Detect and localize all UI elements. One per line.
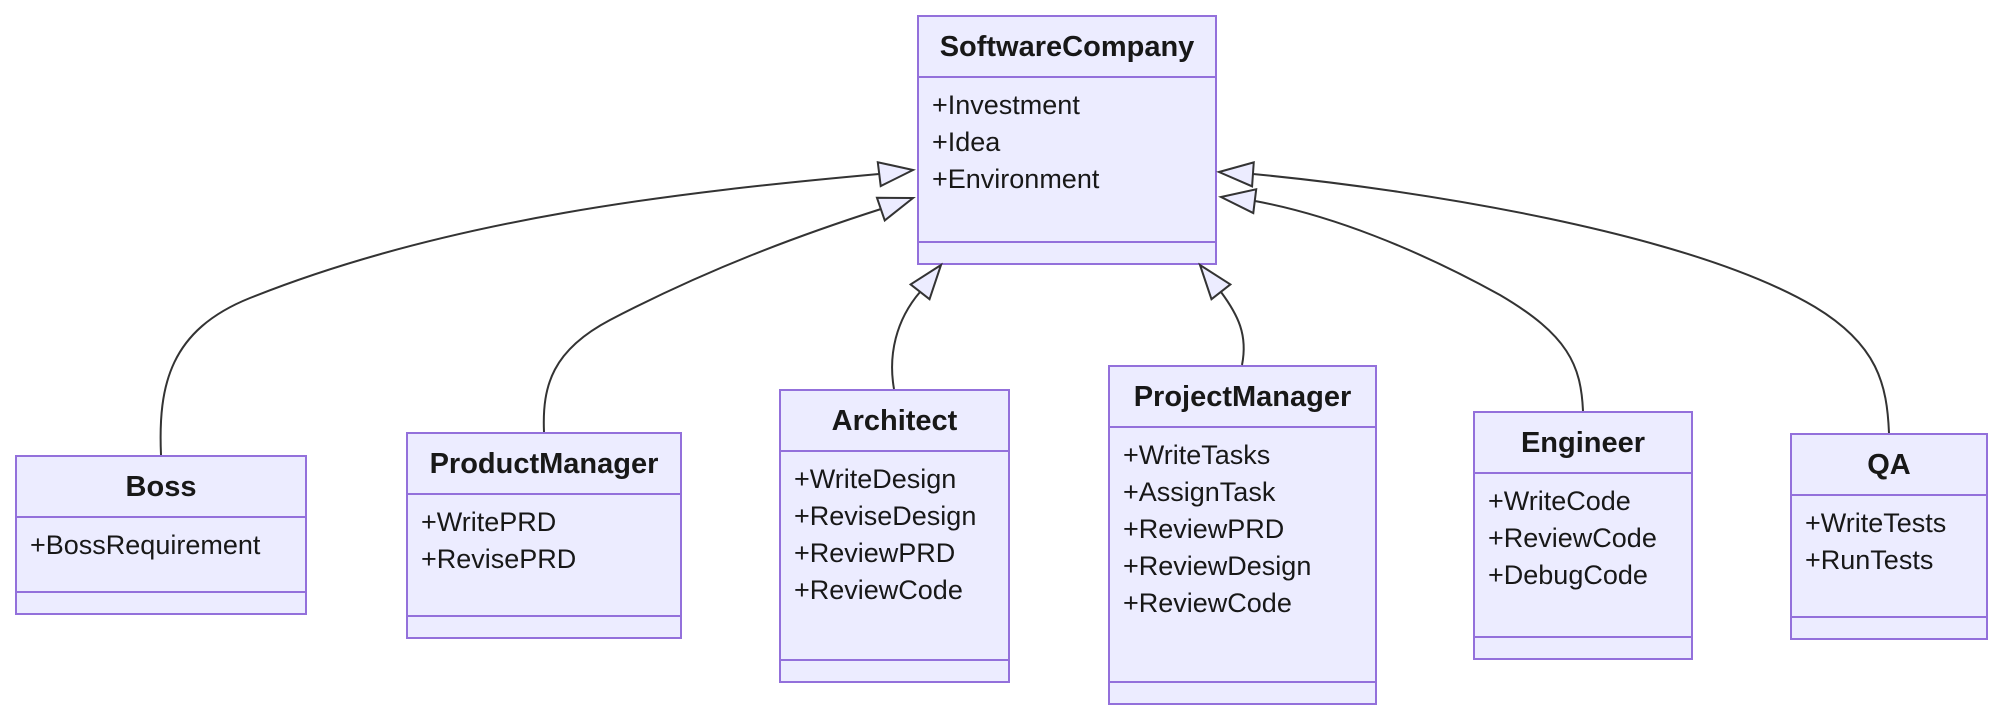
class-members: +BossRequirement <box>17 518 305 591</box>
class-member: +ReviewPRD <box>1123 514 1285 544</box>
class-title: Engineer <box>1475 413 1691 474</box>
inheritance-arrowhead-boss <box>876 160 916 188</box>
edge-architect-softwarecompany <box>891 291 921 390</box>
class-members: +WriteCode +ReviewCode +DebugCode <box>1475 474 1691 636</box>
class-methods-empty <box>1110 681 1375 703</box>
class-project-manager: ProjectManager +WriteTasks +AssignTask +… <box>1108 365 1377 705</box>
class-member: +ReviseDesign <box>794 501 977 531</box>
class-member: +AssignTask <box>1123 477 1276 507</box>
class-member: +Idea <box>932 127 1001 157</box>
class-member: +BossRequirement <box>30 530 261 560</box>
class-software-company: SoftwareCompany +Investment +Idea +Envir… <box>917 15 1217 265</box>
class-member: +RevisePRD <box>421 544 577 574</box>
class-member: +Environment <box>932 164 1100 194</box>
class-methods-empty <box>781 659 1008 681</box>
class-member: +ReviewCode <box>794 575 963 605</box>
class-member: +ReviewCode <box>1488 523 1657 553</box>
class-member: +ReviewPRD <box>794 538 956 568</box>
class-member: +WriteTests <box>1805 508 1947 538</box>
class-member: +WriteTasks <box>1123 440 1271 470</box>
class-member: +WriteDesign <box>794 464 957 494</box>
class-member: +ReviewCode <box>1123 588 1292 618</box>
class-architect: Architect +WriteDesign +ReviseDesign +Re… <box>779 389 1010 683</box>
class-title: ProductManager <box>408 434 680 495</box>
class-title: Boss <box>17 457 305 518</box>
class-qa: QA +WriteTests +RunTests <box>1790 433 1988 640</box>
class-members: +WriteTests +RunTests <box>1792 496 1986 616</box>
class-methods-empty <box>408 615 680 637</box>
class-members: +WriteTasks +AssignTask +ReviewPRD +Revi… <box>1110 428 1375 681</box>
inheritance-arrowhead-engineer <box>1218 187 1258 215</box>
class-member: +ReviewDesign <box>1123 551 1312 581</box>
class-methods-empty <box>17 591 305 613</box>
class-methods-empty <box>1475 636 1691 658</box>
class-member: +DebugCode <box>1488 560 1648 590</box>
class-title: ProjectManager <box>1110 367 1375 428</box>
inheritance-arrowhead-productmanager <box>875 196 916 223</box>
class-engineer: Engineer +WriteCode +ReviewCode +DebugCo… <box>1473 411 1693 660</box>
class-members: +WritePRD +RevisePRD <box>408 495 680 615</box>
class-methods-empty <box>1792 616 1986 638</box>
class-product-manager: ProductManager +WritePRD +RevisePRD <box>406 432 682 639</box>
edge-boss-softwarecompany <box>159 173 880 456</box>
class-title: QA <box>1792 435 1986 496</box>
class-methods-empty <box>919 241 1215 263</box>
class-member: +WriteCode <box>1488 486 1631 516</box>
class-member: +RunTests <box>1805 545 1934 575</box>
edge-projectmanager-softwarecompany <box>1220 291 1245 366</box>
class-title: Architect <box>781 391 1008 452</box>
class-member: +Investment <box>932 90 1080 120</box>
inheritance-arrowhead-qa <box>1216 161 1255 188</box>
class-boss: Boss +BossRequirement <box>15 455 307 615</box>
class-member: +WritePRD <box>421 507 557 537</box>
class-members: +Investment +Idea +Environment <box>919 78 1215 241</box>
class-members: +WriteDesign +ReviseDesign +ReviewPRD +R… <box>781 452 1008 659</box>
class-title: SoftwareCompany <box>919 17 1215 78</box>
